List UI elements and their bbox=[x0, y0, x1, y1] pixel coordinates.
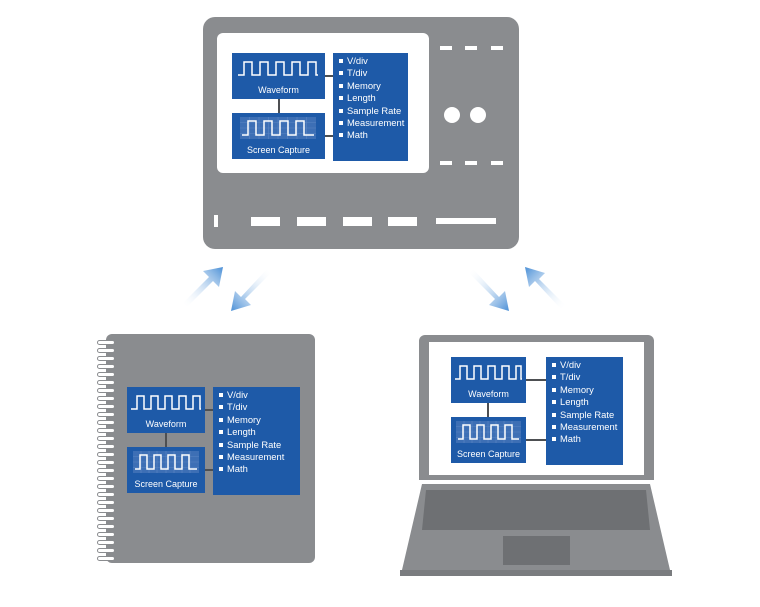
square-wave-icon bbox=[131, 395, 201, 410]
scope-button bbox=[465, 161, 477, 165]
scope-button bbox=[440, 46, 452, 50]
scope-knob bbox=[470, 107, 486, 123]
waveform-label: Waveform bbox=[258, 85, 299, 95]
scope-knob bbox=[444, 107, 460, 123]
arrow-up-icon bbox=[183, 267, 223, 307]
arrows-right bbox=[469, 267, 565, 311]
parameter-item: Math bbox=[552, 433, 623, 445]
parameter-list: V/div T/div Memory Length Sample Rate Me… bbox=[546, 357, 623, 465]
scope-button bbox=[491, 46, 503, 50]
parameter-item: Math bbox=[339, 129, 408, 141]
touchpad-icon bbox=[503, 536, 570, 565]
arrow-down-icon bbox=[231, 269, 271, 311]
info-panel-laptop: Waveform Screen Capture V/div T/div Memo… bbox=[451, 357, 627, 465]
scope-button bbox=[465, 46, 477, 50]
screen-capture-box: Screen Capture bbox=[451, 417, 526, 463]
parameter-item: Math bbox=[219, 463, 300, 475]
connector-line bbox=[325, 75, 333, 77]
square-wave-icon bbox=[455, 365, 522, 380]
screen-capture-icon bbox=[240, 117, 316, 139]
waveform-box: Waveform bbox=[451, 357, 526, 403]
scope-button bbox=[388, 217, 417, 226]
waveform-box: Waveform bbox=[127, 387, 205, 433]
parameter-list: V/div T/div Memory Length Sample Rate Me… bbox=[333, 53, 408, 161]
connector-line bbox=[526, 439, 546, 441]
connector-line bbox=[205, 469, 213, 471]
parameter-item: Memory bbox=[219, 414, 300, 426]
arrow-up-icon bbox=[525, 267, 565, 309]
info-panel-oscilloscope: Waveform Screen Capture V/div T/div Memo… bbox=[232, 53, 408, 161]
arrows-left bbox=[183, 267, 271, 311]
parameter-item: Sample Rate bbox=[339, 105, 408, 117]
screen-capture-box: Screen Capture bbox=[127, 447, 205, 493]
screen-capture-label: Screen Capture bbox=[134, 479, 198, 489]
connector-line bbox=[205, 409, 213, 411]
parameter-item: V/div bbox=[219, 389, 300, 401]
scope-button bbox=[436, 218, 496, 224]
parameter-item: Length bbox=[339, 92, 408, 104]
connector-line bbox=[487, 403, 489, 417]
scope-port bbox=[214, 215, 218, 227]
scope-button bbox=[343, 217, 372, 226]
waveform-box: Waveform bbox=[232, 53, 325, 99]
parameter-item: Memory bbox=[339, 80, 408, 92]
screen-capture-label: Screen Capture bbox=[246, 145, 311, 155]
parameter-item: V/div bbox=[552, 359, 623, 371]
screen-capture-box: Screen Capture bbox=[232, 113, 325, 159]
parameter-item: T/div bbox=[219, 401, 300, 413]
square-wave-icon bbox=[238, 61, 318, 76]
scope-button bbox=[297, 217, 326, 226]
parameter-item: Memory bbox=[552, 384, 623, 396]
connector-line bbox=[165, 433, 167, 447]
screen-capture-icon bbox=[133, 451, 199, 473]
waveform-label: Waveform bbox=[145, 419, 187, 429]
connector-line bbox=[278, 99, 280, 113]
parameter-item: Sample Rate bbox=[552, 409, 623, 421]
parameter-item: Measurement bbox=[339, 117, 408, 129]
parameter-item: Measurement bbox=[552, 421, 623, 433]
laptop-base bbox=[400, 484, 672, 576]
parameter-item: Length bbox=[552, 396, 623, 408]
parameter-item: Sample Rate bbox=[219, 439, 300, 451]
parameter-item: T/div bbox=[339, 67, 408, 79]
parameter-item: T/div bbox=[552, 371, 623, 383]
screen-capture-label: Screen Capture bbox=[456, 449, 521, 459]
parameter-item: V/div bbox=[339, 55, 408, 67]
scope-button bbox=[440, 161, 452, 165]
connector-line bbox=[526, 379, 546, 381]
scope-button bbox=[251, 217, 280, 226]
screen-capture-icon bbox=[456, 421, 521, 443]
info-panel-notebook: Waveform Screen Capture V/div T/div Memo… bbox=[127, 387, 303, 495]
arrow-down-icon bbox=[469, 269, 509, 311]
parameter-item: Length bbox=[219, 426, 300, 438]
parameter-list: V/div T/div Memory Length Sample Rate Me… bbox=[213, 387, 300, 495]
waveform-label: Waveform bbox=[468, 389, 509, 399]
connector-line bbox=[325, 135, 333, 137]
scope-button bbox=[491, 161, 503, 165]
parameter-item: Measurement bbox=[219, 451, 300, 463]
